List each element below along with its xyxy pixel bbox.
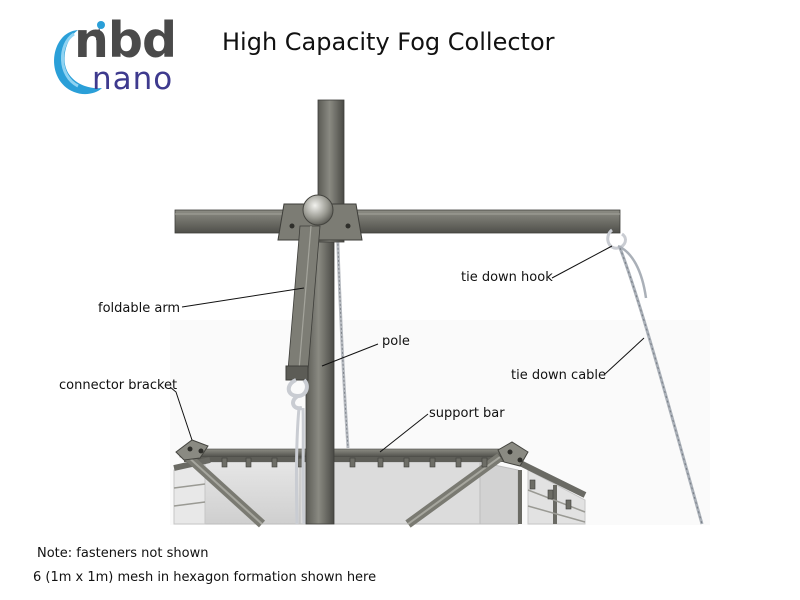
leader-foldable-arm (181, 287, 305, 308)
nbd-nano-logo: nbd nano (44, 12, 177, 104)
mesh-clips (221, 457, 572, 510)
label-pole: pole (382, 334, 410, 349)
label-connector-bracket: connector bracket (59, 378, 178, 393)
leader-lines (169, 245, 645, 453)
logo-primary-text: nbd (74, 12, 177, 69)
arm-cable (294, 407, 301, 525)
tie-down-hook-tail (617, 244, 648, 299)
leader-tie-down-cable (604, 337, 645, 375)
connector-brackets (175, 439, 529, 467)
leader-connector-bracket (169, 386, 193, 441)
label-tie-down-cable: tie down cable (511, 368, 607, 383)
leader-pole (321, 343, 379, 367)
cross-arm (174, 209, 621, 234)
note-mesh: 6 (1m x 1m) mesh in hexagon formation sh… (33, 570, 377, 585)
leader-support-bar (379, 413, 429, 453)
note-fasteners: Note: fasteners not shown (37, 546, 209, 561)
diagram-title: High Capacity Fog Collector (222, 28, 555, 56)
logo-swirl-icon (54, 21, 105, 95)
leader-tie-down-hook (551, 245, 613, 279)
label-support-bar: support bar (429, 406, 505, 421)
logo-secondary-text: nano (92, 61, 174, 97)
support-bar-frame (173, 448, 587, 528)
tie-down-hook (606, 228, 627, 250)
arm-end-cap (285, 365, 309, 381)
label-tie-down-hook: tie down hook (461, 270, 553, 285)
label-foldable-arm: foldable arm (98, 301, 181, 316)
hub-ball (302, 194, 334, 226)
